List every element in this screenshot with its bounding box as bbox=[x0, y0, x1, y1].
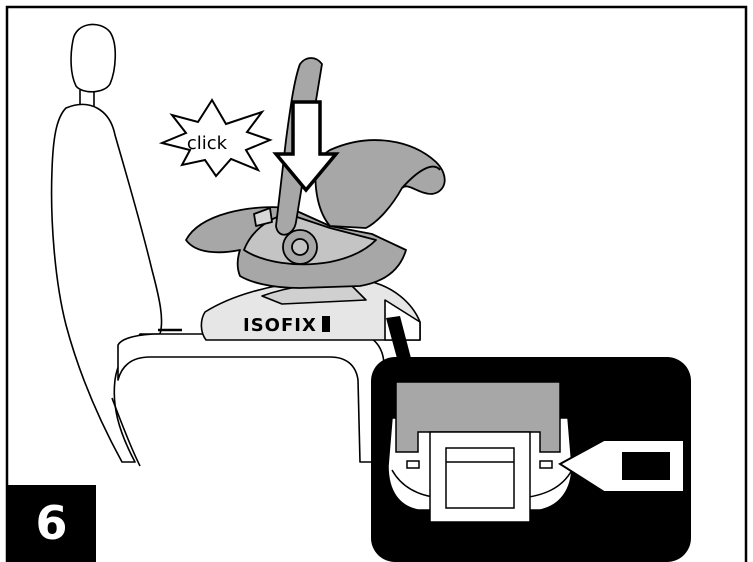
handle-pivot-inner bbox=[292, 239, 308, 255]
step-number-badge: 6 bbox=[7, 485, 96, 562]
backrest bbox=[52, 104, 162, 462]
isofix-logo-text: ISOFIX bbox=[243, 315, 317, 336]
seat-cushion bbox=[118, 334, 384, 462]
indicator-swatch bbox=[622, 452, 670, 480]
isofix-logo-mark bbox=[322, 316, 330, 332]
indicator-window-right bbox=[540, 461, 552, 468]
indicator-window-left bbox=[407, 461, 419, 468]
click-burst-icon: click bbox=[162, 100, 270, 176]
headrest bbox=[71, 24, 115, 91]
click-label: click bbox=[187, 133, 228, 154]
detail-panel bbox=[371, 357, 691, 562]
